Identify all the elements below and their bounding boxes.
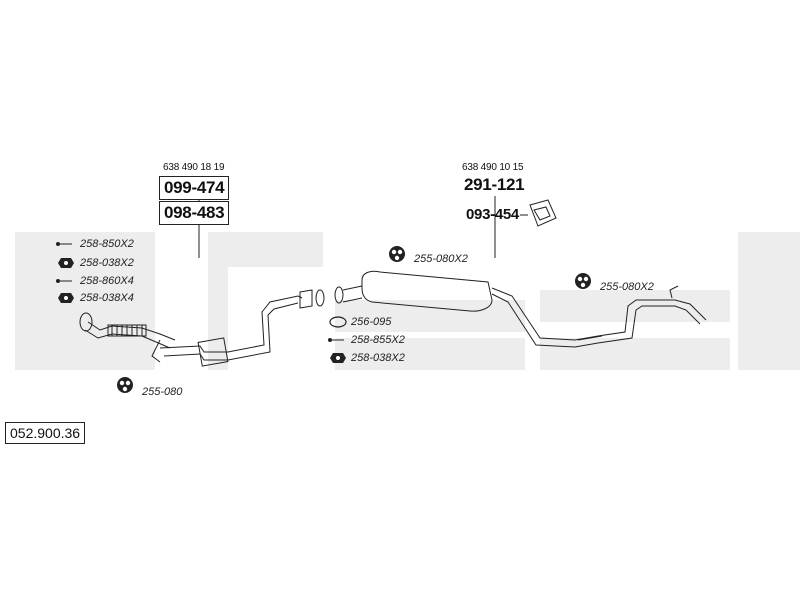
oem-number-rear: 638 490 10 15 (462, 162, 524, 173)
part-label-258-850x2[interactable]: 258-850X2 (80, 238, 134, 250)
oem-number-front: 638 490 18 19 (163, 162, 225, 173)
part-label-255-080[interactable]: 255-080 (142, 386, 183, 398)
part-label-255-080x2-rear[interactable]: 255-080X2 (600, 281, 654, 293)
part-number-093-454[interactable]: 093-454 (466, 206, 519, 223)
part-number-098-483[interactable]: 098-483 (159, 201, 230, 225)
part-label-258-038x2[interactable]: 258-038X2 (80, 257, 134, 269)
part-label-258-860x4[interactable]: 258-860X4 (80, 275, 134, 287)
part-number-099-474[interactable]: 099-474 (159, 176, 230, 200)
part-number-291-121[interactable]: 291-121 (464, 175, 525, 194)
catalog-number: 052.900.36 (5, 422, 86, 444)
part-label-255-080x2-middle[interactable]: 255-080X2 (414, 253, 468, 265)
part-label-258-038x2-middle[interactable]: 258-038X2 (351, 352, 405, 364)
part-label-256-095[interactable]: 256-095 (351, 316, 392, 328)
part-label-258-855x2[interactable]: 258-855X2 (351, 334, 405, 346)
part-label-258-038x4[interactable]: 258-038X4 (80, 292, 134, 304)
